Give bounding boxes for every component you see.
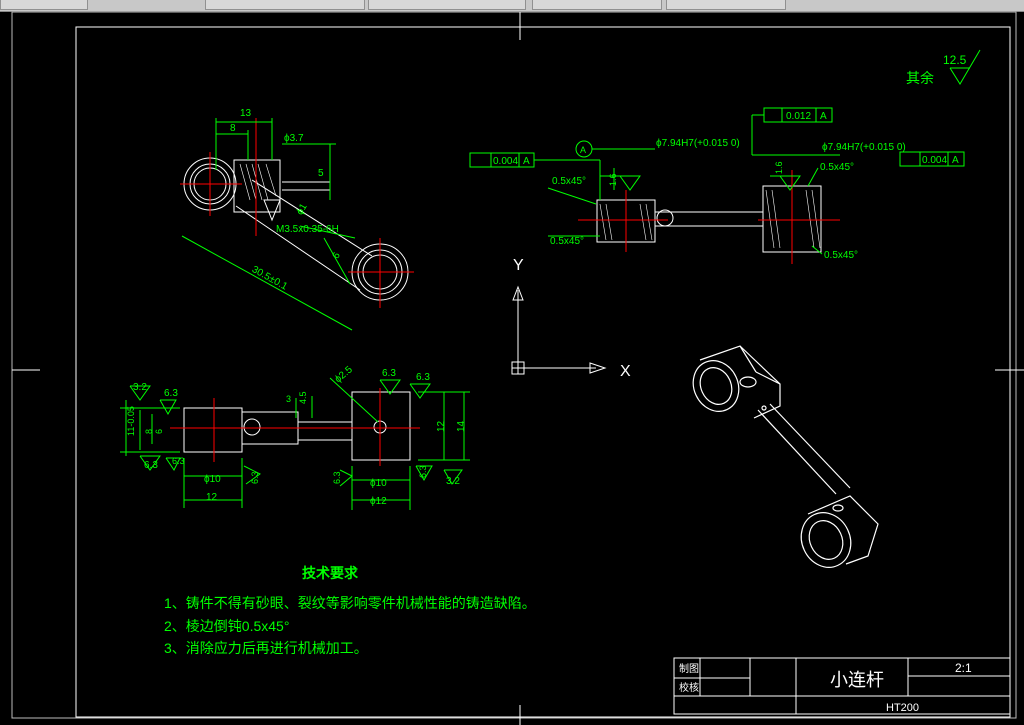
ucs-icon [511, 285, 607, 375]
front-dim-12: 12 [436, 420, 447, 432]
roughness-other-label: 其余 [906, 70, 934, 86]
dim-13: 13 [240, 108, 252, 119]
front-roughness-32b: 3.2 [446, 476, 460, 487]
tab-4[interactable] [532, 0, 662, 10]
front-dim-phi25: ϕ2.5 [333, 364, 355, 385]
chamfer-2: 0.5x45° [550, 236, 584, 247]
top-view-drawing: 13 8 ϕ3.7 5 ϕ1 M3.5x0.35-6H 6 30.5±0.1 [180, 108, 414, 331]
front-dim-3: 3 [286, 394, 291, 404]
tab-3[interactable] [368, 0, 526, 10]
front-dim-11: 11-0.05 [126, 406, 136, 436]
fcf-right-datum: A [952, 155, 959, 166]
tab-5[interactable] [666, 0, 786, 10]
title-block-checked-label: 校核 [679, 681, 699, 694]
thread-callout: M3.5x0.35-6H [276, 224, 339, 235]
dim-phi1: ϕ1 [295, 201, 310, 217]
tab-2[interactable] [205, 0, 365, 10]
front-dim-45: 4.5 [298, 391, 308, 404]
tab-1[interactable] [0, 0, 88, 10]
chamfer-1: 0.5x45° [552, 176, 586, 187]
ucs-axis-y: Y [513, 257, 524, 274]
front-roughness-63h: 6.3 [418, 465, 428, 478]
front-roughness-63b: 6.3 [144, 460, 158, 471]
fcf-left-datum: A [523, 156, 530, 167]
dim-phi37: ϕ3.7 [284, 133, 304, 144]
tech-req-item-3: 3、消除应力后再进行机械加工。 [164, 640, 368, 656]
front-dim-14: 14 [456, 420, 467, 432]
fcf-top-datum: A [820, 111, 827, 122]
dim-center-distance: 30.5±0.1 [250, 264, 290, 293]
front-roughness-63a: 6.3 [164, 388, 178, 399]
roughness-other-value: 12.5 [943, 53, 967, 67]
front-dim-6: 6 [154, 429, 164, 434]
document-tab-bar [0, 0, 1024, 12]
front-roughness-63d: 6.3 [382, 368, 396, 379]
dim-8: 8 [230, 123, 236, 134]
front-roughness-63f: 6.3 [250, 471, 260, 484]
front-roughness-63g: 6.3 [332, 471, 342, 484]
fcf-right-value: 0.004 [922, 155, 947, 166]
front-dim-8: 8 [144, 429, 154, 434]
title-block [673, 657, 1011, 715]
tech-req-title: 技术要求 [302, 565, 359, 581]
roughness-16b: 1.6 [774, 161, 784, 174]
title-block-part-name: 小连杆 [830, 670, 884, 690]
front-roughness-63e: 6.3 [416, 372, 430, 383]
isometric-view-drawing [692, 345, 879, 568]
tech-req-item-1: 1、铸件不得有砂眼、裂纹等影响零件机械性能的铸造缺陷。 [164, 595, 536, 611]
fcf-top-value: 0.012 [786, 111, 811, 122]
front-dim-phi10b: ϕ10 [370, 478, 387, 489]
front-dim-phi10a: ϕ10 [204, 474, 221, 485]
title-block-scale: 2:1 [955, 661, 972, 675]
drawing-canvas[interactable]: 其余 12.5 [0, 11, 1024, 725]
title-block-drawn-label: 制图 [679, 662, 699, 675]
front-view-drawing: 3.2 6.3 6.3 6.3 6.3 6.3 6.3 6.3 6.3 3.2 … [120, 364, 470, 510]
front-roughness-32a: 3.2 [133, 382, 147, 393]
chamfer-4: 0.5x45° [824, 250, 858, 261]
ucs-axis-x: X [620, 363, 631, 380]
front-roughness-63c: 6.3 [172, 456, 185, 466]
roughness-16a: 1.6 [608, 173, 618, 186]
chamfer-3: 0.5x45° [820, 162, 854, 173]
section-view-drawing: 0.004 A 0.012 A 0.004 A A ϕ7.94H7(+0.015… [469, 107, 965, 264]
technical-requirements: 技术要求 1、铸件不得有砂眼、裂纹等影响零件机械性能的铸造缺陷。 2、棱边倒钝0… [164, 565, 536, 656]
front-dim-phi12: ϕ12 [370, 496, 387, 507]
bore-right: ϕ7.94H7(+0.015 0) [822, 142, 906, 153]
title-block-material: HT200 [886, 702, 919, 714]
dim-5: 5 [318, 168, 324, 179]
dim-6: 6 [331, 250, 344, 261]
drawing-border [11, 11, 1024, 725]
tech-req-item-2: 2、棱边倒钝0.5x45° [164, 618, 289, 634]
fcf-left-value: 0.004 [493, 156, 518, 167]
roughness-other-symbol: 其余 12.5 [906, 49, 981, 86]
datum-a-symbol: A [580, 145, 586, 155]
bore-left: ϕ7.94H7(+0.015 0) [656, 138, 740, 149]
front-dim-12a: 12 [206, 492, 218, 503]
